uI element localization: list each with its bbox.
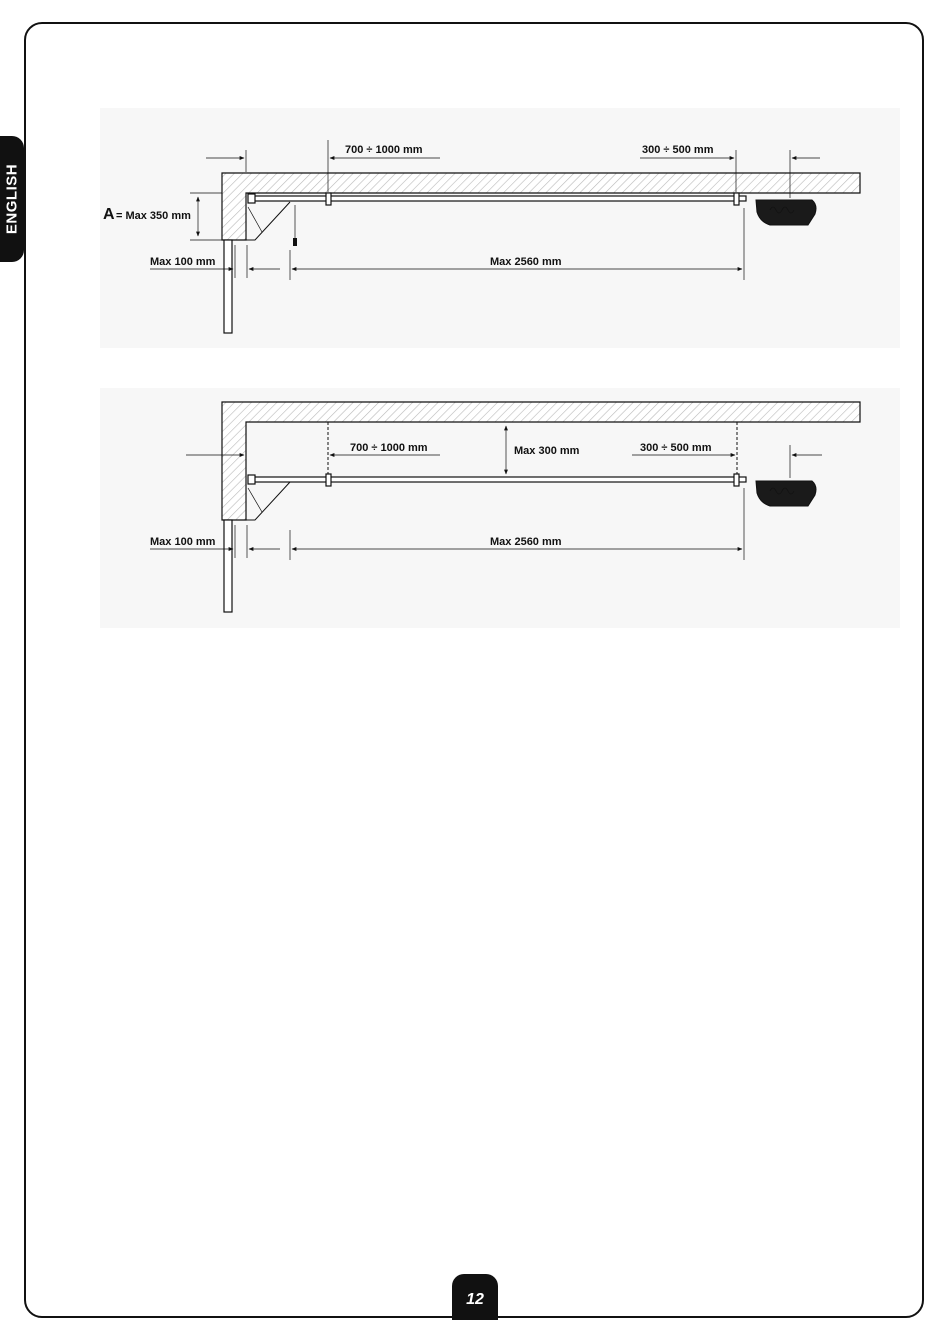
dim-side-max-bottom: Max 100 mm [150, 536, 216, 548]
rail-end-cap-top [248, 194, 255, 203]
rail-clamp-top [326, 193, 331, 205]
motor-head-bottom [756, 481, 816, 506]
diagram-bottom-background [100, 388, 900, 628]
rail-clamp-right-top [734, 193, 739, 205]
rail-top [250, 196, 746, 201]
dim-height-value-top: = Max 350 mm [116, 210, 191, 222]
dim-length-max-top: Max 2560 mm [490, 256, 562, 268]
dim-motor-range-bottom: 300 ÷ 500 mm [640, 442, 712, 454]
rail-end-cap-bottom [248, 475, 255, 484]
rail-bottom [250, 477, 746, 482]
dim-side-max-top: Max 100 mm [150, 256, 216, 268]
motor-head-top [756, 200, 816, 225]
diagram-top: 700 ÷ 1000 mm 300 ÷ 500 mm A = Max 350 m… [100, 108, 900, 348]
door-leaf-top [224, 240, 232, 333]
rail-clamp-right-bottom [734, 474, 739, 486]
dim-motor-range-top: 300 ÷ 500 mm [642, 144, 714, 156]
diagram-top-background [100, 108, 900, 348]
dim-length-max-bottom: Max 2560 mm [490, 536, 562, 548]
dim-height-letter-top: A [103, 206, 115, 223]
rail-clamp-bottom [326, 474, 331, 486]
dim-bracket-range-top: 700 ÷ 1000 mm [345, 144, 423, 156]
dim-height-max-bottom: Max 300 mm [514, 445, 580, 457]
page-number: 12 [452, 1274, 498, 1320]
release-handle-top [293, 238, 297, 246]
dim-bracket-range-bottom: 700 ÷ 1000 mm [350, 442, 428, 454]
diagram-bottom: 700 ÷ 1000 mm Max 300 mm 300 ÷ 500 mm Ma… [100, 388, 900, 628]
door-leaf-bottom [224, 520, 232, 612]
